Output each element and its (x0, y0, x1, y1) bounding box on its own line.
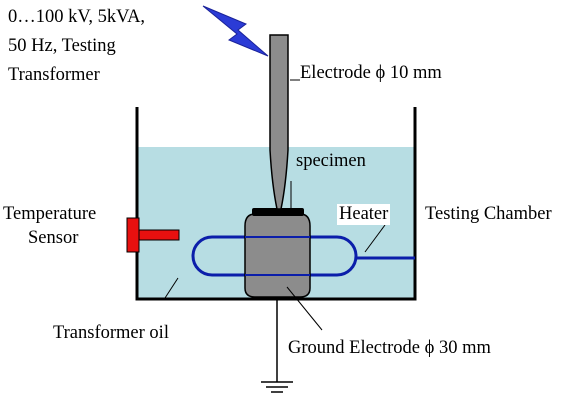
lightning-bolt-icon (202, 5, 269, 57)
heater-label: Heater (337, 204, 391, 225)
transformer-label-line1: 0…100 kV, 5kVA, (8, 7, 146, 27)
ground-electrode-label: Ground Electrode ϕ 30 mm (288, 338, 491, 358)
top-electrode-rod (269, 34, 289, 210)
temperature-sensor-label-line1: Temperature (3, 204, 97, 224)
ground-electrode (244, 213, 311, 298)
temperature-sensor-base (126, 217, 140, 253)
specimen-label: specimen (296, 151, 366, 171)
transformer-oil-label: Transformer oil (53, 323, 169, 343)
transformer-label-line2: 50 Hz, Testing (8, 36, 116, 56)
testing-chamber-tank (135, 107, 417, 301)
callout-transformer-oil (164, 277, 179, 299)
callout-heater (364, 224, 386, 253)
temperature-sensor-probe (138, 229, 180, 241)
electrode-top-label: Electrode ϕ 10 mm (300, 63, 442, 83)
callout-ground-electrode (286, 286, 323, 331)
testing-chamber-label: Testing Chamber (425, 204, 552, 224)
specimen-disc (252, 208, 304, 216)
temperature-sensor-label-line2: Sensor (28, 228, 79, 248)
transformer-label-line3: Transformer (8, 65, 100, 85)
